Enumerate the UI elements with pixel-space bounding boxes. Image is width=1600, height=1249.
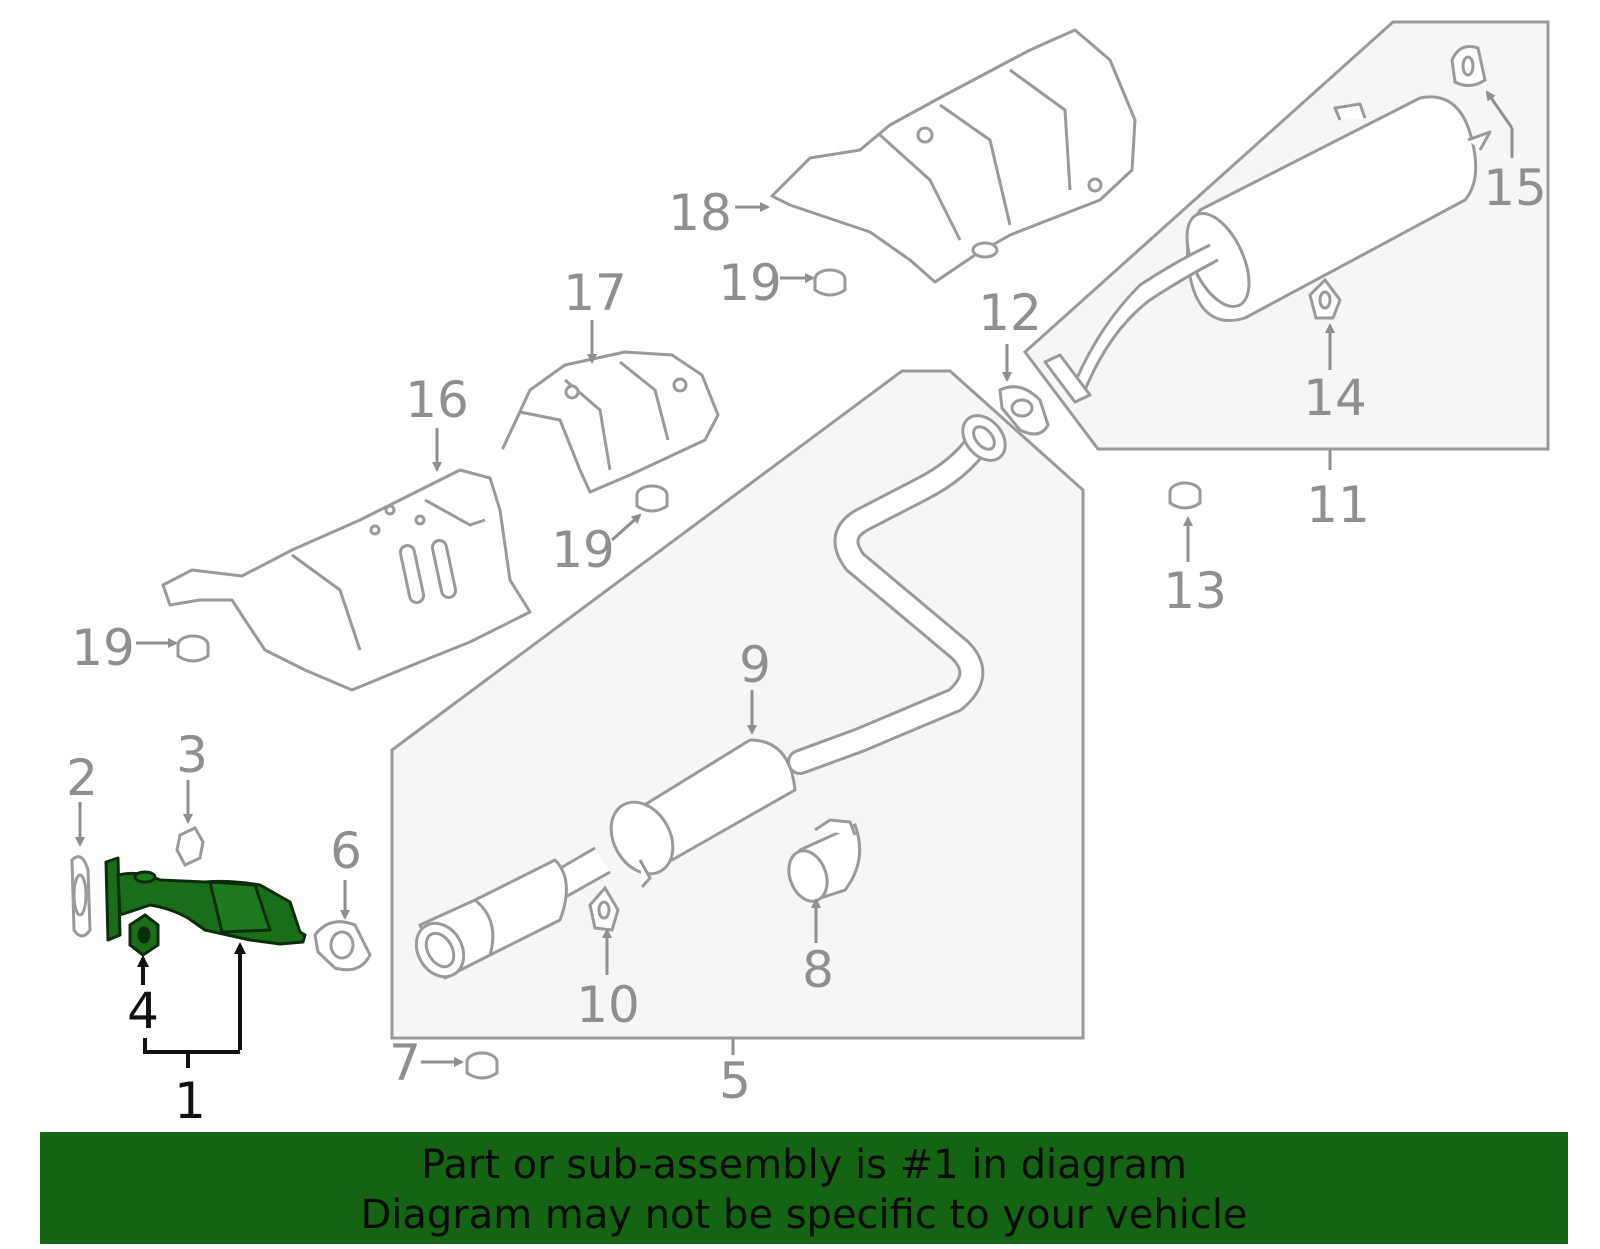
gasket-part-2 xyxy=(70,855,92,938)
muffler-part-11 xyxy=(1043,95,1492,404)
center-pipe-part-9 xyxy=(414,414,1007,980)
gasket-part-12 xyxy=(998,385,1050,436)
callout-14: 14 xyxy=(1303,369,1367,427)
leader-lines-highlight xyxy=(137,942,246,1068)
callout-8: 8 xyxy=(802,941,834,999)
callout-19-left: 19 xyxy=(71,619,135,677)
callout-16: 16 xyxy=(405,371,469,429)
callout-9: 9 xyxy=(739,636,771,694)
flange-nut-part-7 xyxy=(465,1051,499,1080)
flange-nut-part-19-b xyxy=(635,484,669,513)
callout-3: 3 xyxy=(176,726,208,784)
callout-labels: 1 2 3 4 5 6 7 8 9 10 11 12 13 14 15 16 1… xyxy=(66,159,1547,1130)
callout-1: 1 xyxy=(174,1072,206,1130)
callout-11: 11 xyxy=(1306,476,1370,534)
rubber-hanger-part-10 xyxy=(588,885,620,932)
heat-shield-rear-part-18 xyxy=(770,28,1137,284)
disclaimer-banner: Part or sub-assembly is #1 in diagram Di… xyxy=(40,1132,1568,1244)
leader-lines xyxy=(75,90,1514,1067)
callout-7: 7 xyxy=(389,1034,421,1092)
flange-nut-part-13 xyxy=(1168,481,1202,510)
callout-12: 12 xyxy=(978,284,1042,342)
callout-5: 5 xyxy=(719,1052,751,1110)
gasket-part-6 xyxy=(313,920,372,972)
callout-17: 17 xyxy=(563,264,627,322)
gasket-part-3 xyxy=(175,826,205,867)
heat-shield-center-part-17 xyxy=(501,350,720,494)
callout-6: 6 xyxy=(330,822,362,880)
callout-15: 15 xyxy=(1483,159,1547,217)
nut-part-4 xyxy=(128,913,160,957)
callout-18: 18 xyxy=(668,184,732,242)
banner-line-1: Part or sub-assembly is #1 in diagram xyxy=(421,1142,1187,1188)
rubber-hanger-part-14 xyxy=(1308,277,1342,320)
flange-nut-part-19-a xyxy=(813,268,847,297)
heat-shield-front-part-16 xyxy=(161,468,532,692)
callout-19-middle: 19 xyxy=(551,521,615,579)
pipe-clamp-part-8 xyxy=(787,818,862,903)
callout-2: 2 xyxy=(66,749,98,807)
rubber-hanger-part-15 xyxy=(1450,45,1487,87)
callout-4: 4 xyxy=(127,982,159,1040)
callout-19-upper: 19 xyxy=(718,254,782,312)
callout-13: 13 xyxy=(1163,562,1227,620)
banner-line-2: Diagram may not be specific to your vehi… xyxy=(360,1192,1248,1238)
catalytic-converter-part-1 xyxy=(104,856,307,946)
callout-10: 10 xyxy=(576,976,640,1034)
flange-nut-part-19-c xyxy=(176,634,210,663)
